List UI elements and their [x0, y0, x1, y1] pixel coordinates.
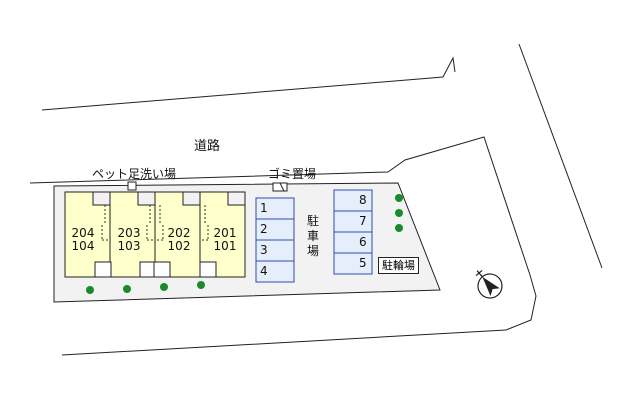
unit-lower-1: 104 — [71, 239, 95, 253]
parking-slot-label: 8 — [359, 193, 367, 207]
tree-icon — [123, 285, 131, 293]
road-edge-middle — [29, 136, 537, 356]
parking-label-3: 場 — [307, 244, 320, 258]
unit-lower-2: 103 — [117, 239, 141, 253]
unit-upper-3: 202 — [167, 226, 191, 240]
parking-right — [333, 189, 373, 275]
parking-slot-label: 6 — [359, 235, 367, 249]
tree-icon — [395, 194, 403, 202]
parking-slot-label: 1 — [260, 201, 268, 215]
trees — [86, 194, 403, 294]
tree-icon — [395, 209, 403, 217]
parking-slot-label: 4 — [260, 264, 268, 278]
parking-slot — [333, 252, 373, 275]
tree-icon — [160, 283, 168, 291]
parking-label-2: 車 — [307, 229, 320, 243]
bicycle-parking-label: 駐輪場 — [378, 257, 419, 274]
pet-wash-label: ペット足洗い場 — [92, 167, 177, 181]
road-edge-right — [518, 43, 603, 269]
tree-icon — [395, 224, 403, 232]
parking-slot-label: 5 — [359, 256, 367, 270]
unit-upper-4: 201 — [213, 226, 237, 240]
unit-lower-4: 101 — [213, 239, 237, 253]
garbage-label: ゴミ置場 — [268, 167, 317, 181]
garbage-marker — [272, 182, 288, 192]
north-arrow-icon — [475, 269, 503, 299]
parking-slot — [255, 260, 295, 283]
parking-label-1: 駐 — [307, 214, 320, 228]
parking-left — [255, 197, 295, 283]
parking-slot-label: 2 — [260, 222, 268, 236]
road-label: 道路 — [194, 139, 221, 154]
tree-icon — [197, 281, 205, 289]
unit-upper-2: 203 — [117, 226, 141, 240]
road-edge-upper — [41, 56, 456, 111]
unit-upper-1: 204 — [71, 226, 95, 240]
building — [64, 191, 246, 278]
parking-slot-label: 7 — [359, 214, 367, 228]
pet-wash-marker — [127, 181, 137, 191]
tree-icon — [86, 286, 94, 294]
parking-slot-label: 3 — [260, 243, 268, 257]
unit-lower-3: 102 — [167, 239, 191, 253]
